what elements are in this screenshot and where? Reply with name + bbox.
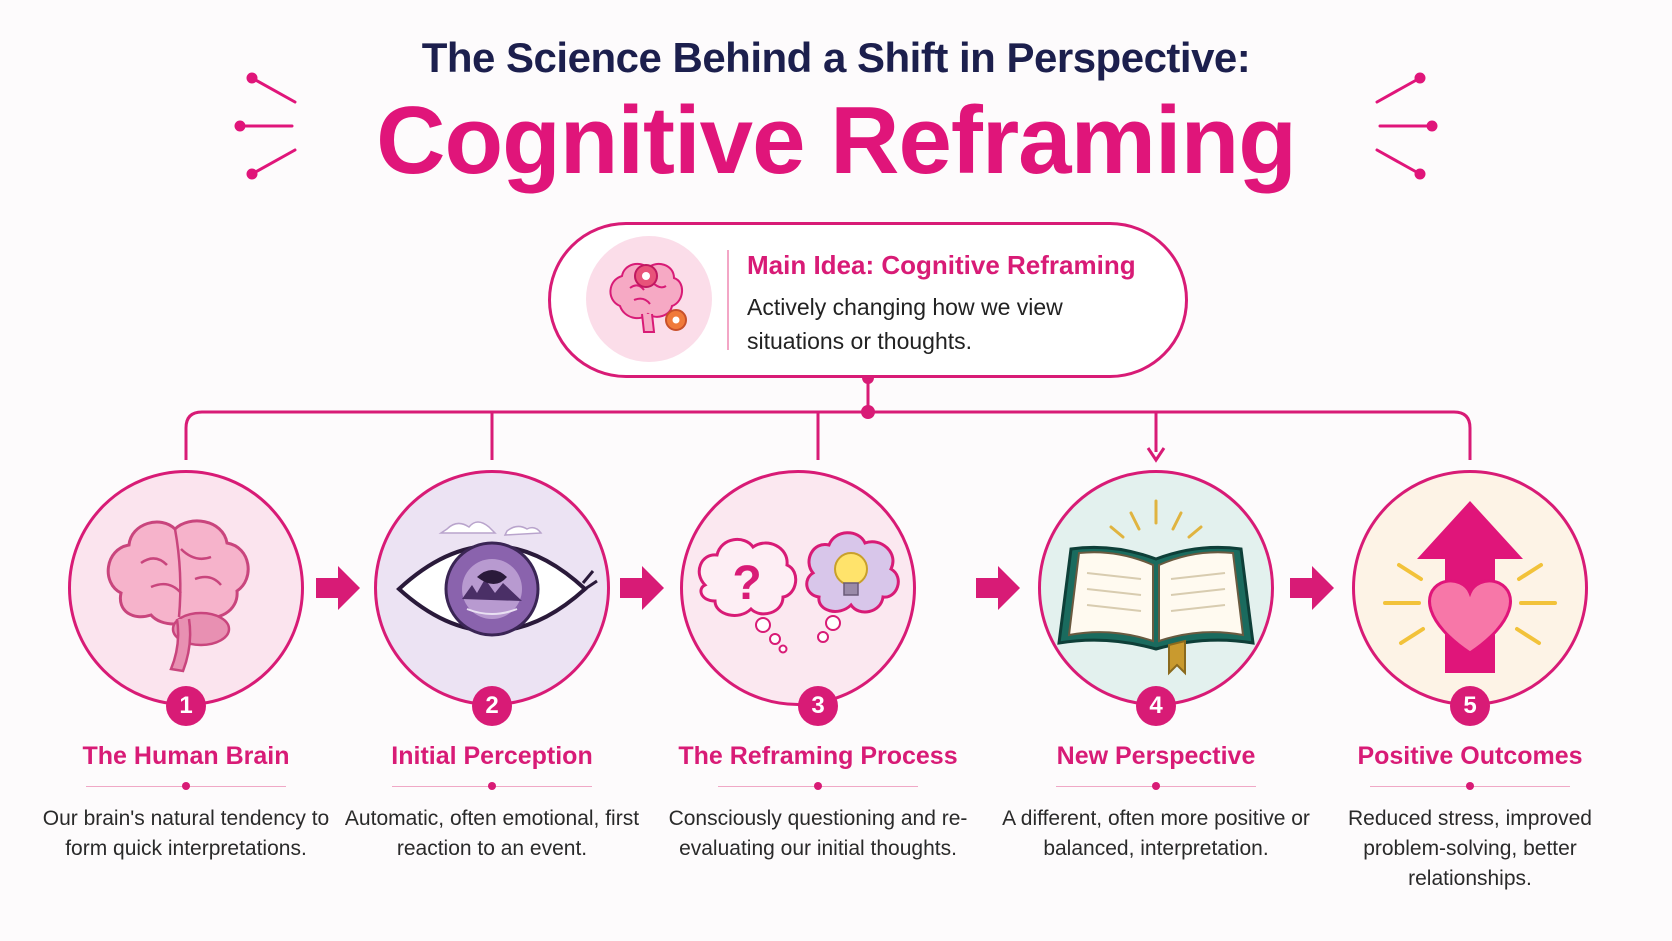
step-5-circle — [1352, 470, 1588, 706]
open-book-icon — [1057, 499, 1255, 676]
heart-arrow-icon — [1383, 501, 1557, 673]
step-2-circle — [374, 470, 610, 706]
step-4-circle — [1038, 470, 1274, 706]
step-5-dot — [1466, 782, 1474, 790]
step-1-circle — [68, 470, 304, 706]
step-5-badge: 5 — [1450, 686, 1490, 726]
step-4-description: A different, often more positive or bala… — [1002, 807, 1310, 860]
question-mark: ? — [732, 557, 761, 610]
tree-connector — [184, 378, 1472, 460]
step-1-dot — [182, 782, 190, 790]
arrow-right-icon — [620, 566, 664, 610]
brain-gears-icon — [586, 236, 712, 362]
step-2-dot — [488, 782, 496, 790]
step-3-badge: 3 — [798, 686, 838, 726]
step-3-description: Consciously questioning and re-evaluatin… — [668, 807, 968, 860]
arrow-right-icon — [316, 566, 360, 610]
step-2-description: Automatic, often emotional, first reacti… — [344, 807, 640, 860]
main-idea-heading: Main Idea: Cognitive Reframing — [747, 250, 1136, 280]
main-idea-description: Actively changing how we view situations… — [747, 294, 1063, 354]
brain-icon — [106, 519, 250, 673]
step-1-title: The Human Brain — [82, 742, 290, 770]
step-4-dot — [1152, 782, 1160, 790]
step-3-dot — [814, 782, 822, 790]
step-3-title: The Reframing Process — [678, 742, 958, 770]
step-2-title: Initial Perception — [391, 742, 593, 770]
eye-icon — [396, 521, 598, 637]
main-idea-divider — [727, 250, 729, 350]
step-1-description: Our brain's natural tendency to form qui… — [42, 807, 330, 860]
arrow-right-icon — [976, 566, 1020, 610]
step-1-badge: 1 — [166, 686, 206, 726]
step-2-badge: 2 — [472, 686, 512, 726]
step-5-description: Reduced stress, improved problem-solving… — [1348, 807, 1592, 890]
header-subtitle: The Science Behind a Shift in Perspectiv… — [421, 34, 1251, 81]
step-5-title: Positive Outcomes — [1357, 742, 1583, 770]
thought-bubbles-icon: ? — [697, 531, 900, 654]
step-3-circle: ? — [680, 470, 916, 706]
step-4-badge: 4 — [1136, 686, 1176, 726]
step-4-title: New Perspective — [1056, 742, 1256, 770]
arrow-right-icon — [1290, 566, 1334, 610]
header-title: Cognitive Reframing — [376, 87, 1297, 194]
